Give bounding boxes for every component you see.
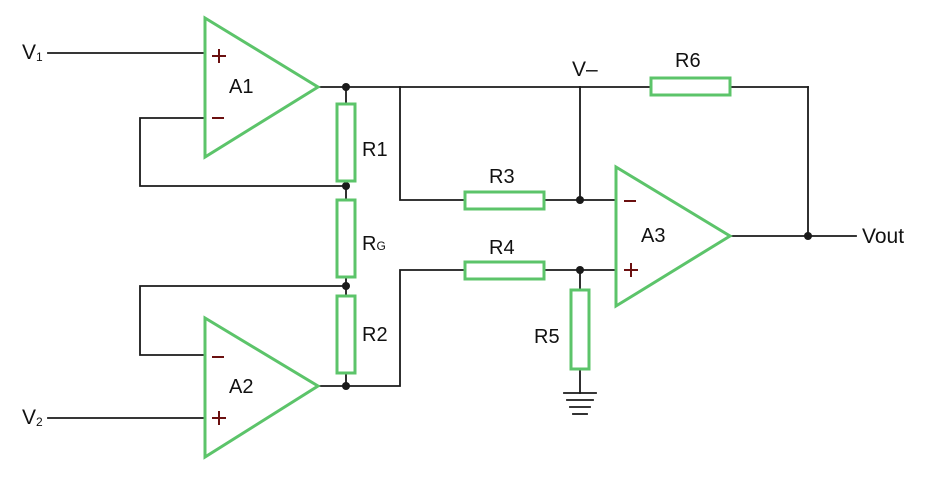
opamp-a3: A3 <box>614 164 733 309</box>
resistor-r3-label: R3 <box>489 166 515 188</box>
junction-nodes <box>342 83 812 390</box>
resistor-rg-label: RG <box>362 233 386 255</box>
wire-a2-output <box>317 269 466 387</box>
resistor-r4-label: R4 <box>489 237 515 259</box>
node-a2-out <box>342 382 350 390</box>
wires <box>47 52 857 419</box>
node-vplus <box>576 266 584 274</box>
input-v2-label: V2 <box>22 406 43 429</box>
resistor-r4: R4 <box>463 237 546 281</box>
wire-a1-feedback <box>139 117 347 187</box>
opamp-a1: A1 <box>203 15 321 160</box>
resistor-r2-label: R2 <box>362 324 388 346</box>
output-vout-label: Vout <box>862 225 904 248</box>
resistor-r6-label: R6 <box>675 50 701 72</box>
wire-r3-left <box>399 86 466 201</box>
opamp-a2-label: A2 <box>229 376 253 398</box>
input-v1-label: V1 <box>22 41 43 64</box>
opamp-a3-label: A3 <box>641 225 665 247</box>
node-r1-rg <box>342 182 350 190</box>
resistor-r5-label: R5 <box>534 326 560 348</box>
node-vminus-label: V– <box>572 58 598 81</box>
opamp-a2: A2 <box>203 315 321 460</box>
node-a1-out <box>342 83 350 91</box>
resistor-r1: R1 <box>335 102 388 183</box>
wire-a2-feedback <box>139 285 347 356</box>
resistor-r1-label: R1 <box>362 139 388 161</box>
resistor-rg: RG <box>335 198 386 279</box>
resistor-r6: R6 <box>649 50 732 97</box>
resistor-r5: R5 <box>534 288 591 371</box>
node-rg-r2 <box>342 282 350 290</box>
resistor-r2: R2 <box>335 294 388 375</box>
ground-symbol <box>563 392 597 415</box>
node-vout <box>804 232 812 240</box>
resistor-r3: R3 <box>463 166 546 211</box>
opamp-a1-label: A1 <box>229 76 253 98</box>
node-vminus <box>576 196 584 204</box>
